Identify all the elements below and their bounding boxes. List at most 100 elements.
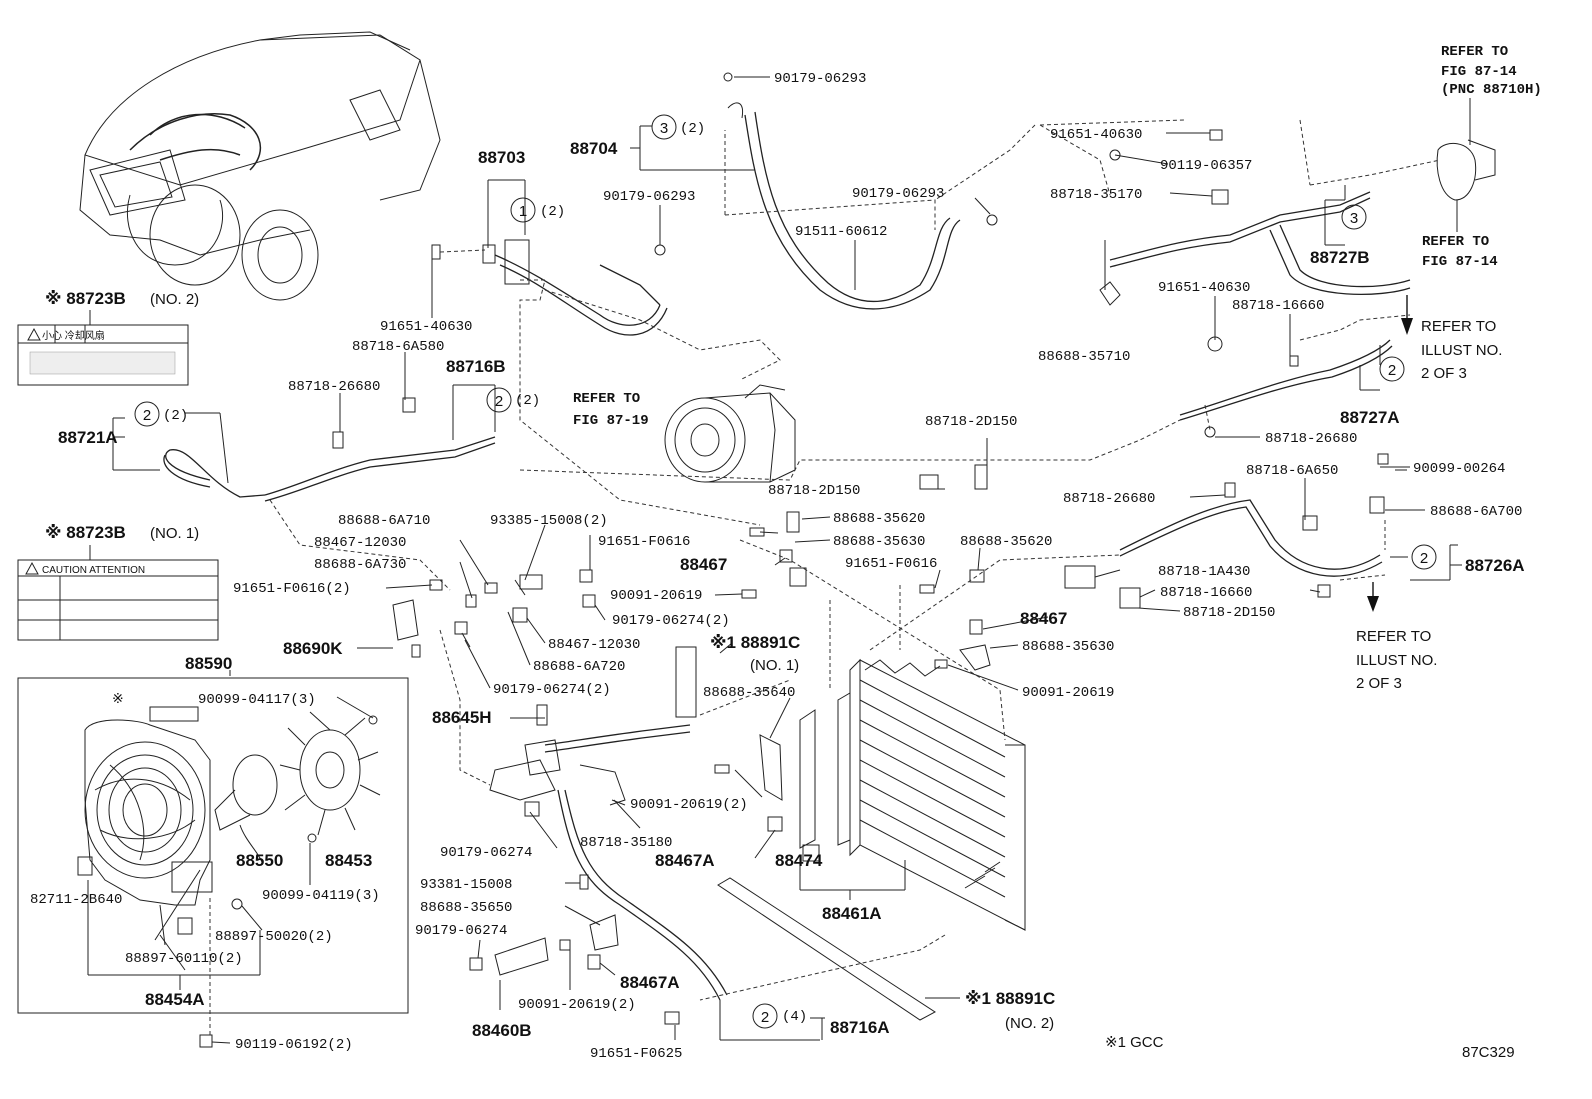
part-91651-f0616: 91651-F0616(2) — [233, 581, 351, 597]
part-90091-20619: 90091-20619(2) — [630, 797, 748, 813]
part-88467-12030: 88467-12030 — [548, 637, 640, 653]
callout-2: 2 — [143, 407, 151, 424]
part-91651-f0625: 91651-F0625 — [590, 1046, 682, 1062]
part-88703: 88703 — [478, 148, 525, 167]
label-variant: (NO. 1) — [150, 525, 199, 542]
part-88716a: 88716A — [830, 1018, 890, 1037]
part-88891c: ※1 88891C — [965, 989, 1055, 1008]
part-90099-04117: 90099-04117(3) — [198, 692, 316, 708]
refer-note: 2 OF 3 — [1356, 675, 1402, 692]
part-88688-6a730: 88688-6A730 — [314, 557, 406, 573]
part-90099-04119: 90099-04119(3) — [262, 888, 380, 904]
label-variant: (NO. 2) — [150, 291, 199, 308]
qty: (2) — [163, 408, 188, 424]
part-88688-6a700: 88688-6A700 — [1430, 504, 1522, 520]
part-88718-26680: 88718-26680 — [288, 379, 380, 395]
part-88716b: 88716B — [446, 357, 506, 376]
part-variant: (NO. 1) — [750, 657, 799, 674]
qty: (4) — [782, 1009, 807, 1025]
part-88718-6a650: 88718-6A650 — [1246, 463, 1338, 479]
part-90179-06274: 90179-06274(2) — [612, 613, 730, 629]
part-90179-06293: 90179-06293 — [603, 189, 695, 205]
part-90091-20619: 90091-20619 — [610, 588, 702, 604]
refer-note: REFER TO — [1422, 234, 1489, 250]
dashed-guides — [209, 119, 1441, 1035]
part-90179-06274: 90179-06274 — [440, 845, 532, 861]
callout-3: 3 — [1350, 210, 1358, 227]
part-88718-1a430: 88718-1A430 — [1158, 564, 1250, 580]
part-91651-40630: 91651-40630 — [1050, 127, 1142, 143]
qty: (2) — [515, 393, 540, 409]
label-plate-text: 小心 冷却风扇 — [42, 329, 105, 342]
part-88718-16660: 88718-16660 — [1232, 298, 1324, 314]
gcc-note: ※1 GCC — [1105, 1034, 1164, 1051]
callout-1: 1 — [519, 203, 527, 220]
part-88727a: 88727A — [1340, 408, 1400, 427]
caution-label-no2 — [17, 324, 189, 386]
part-88467: 88467 — [1020, 609, 1067, 628]
part-88718-26680: 88718-26680 — [1063, 491, 1155, 507]
callout-circles: 3 1 2 2 2 3 2 2 — [134, 114, 1437, 1029]
refer-note: ILLUST NO. — [1421, 342, 1502, 359]
part-90179-06274: 90179-06274 — [415, 923, 507, 939]
part-88688-35630: 88688-35630 — [833, 534, 925, 550]
part-88718-2d150: 88718-2D150 — [1183, 605, 1275, 621]
refer-note: 2 OF 3 — [1421, 365, 1467, 382]
compressor — [664, 384, 796, 483]
part-88718-16660: 88718-16660 — [1160, 585, 1252, 601]
part-88688-35620: 88688-35620 — [960, 534, 1052, 550]
refer-arrows — [1367, 295, 1413, 612]
leader-lines — [87, 76, 1471, 1044]
caution-label-no1 — [17, 559, 219, 641]
part-88460b: 88460B — [472, 1021, 532, 1040]
refer-note: FIG 87-14 — [1441, 64, 1517, 80]
part-88454a: 88454A — [145, 990, 205, 1009]
part-88688-35640: 88688-35640 — [703, 685, 795, 701]
qty: (2) — [680, 121, 705, 137]
part-91651-40630: 91651-40630 — [1158, 280, 1250, 296]
refer-note: REFER TO — [573, 391, 640, 407]
part-90099-00264: 90099-00264 — [1413, 461, 1505, 477]
arrow-down-icon — [1401, 318, 1413, 335]
part-88688-35630: 88688-35630 — [1022, 639, 1114, 655]
part-88461a: 88461A — [822, 904, 882, 923]
part-91511-60612: 91511-60612 — [795, 224, 887, 240]
part-93381-15008: 93381-15008 — [420, 877, 512, 893]
part-91651-40630: 91651-40630 — [380, 319, 472, 335]
refer-note: REFER TO — [1356, 628, 1431, 645]
fittings — [199, 72, 1496, 1048]
part-variant: (NO. 2) — [1005, 1015, 1054, 1032]
part-88723b: ※ 88723B — [45, 523, 126, 542]
callout-2: 2 — [495, 393, 503, 410]
refer-note: ILLUST NO. — [1356, 652, 1437, 669]
part-88897-50020: 88897-50020(2) — [215, 929, 333, 945]
part-88897-60110: 88897-60110(2) — [125, 951, 243, 967]
part-88550: 88550 — [236, 851, 283, 870]
part-91651-f0616: 91651-F0616 — [845, 556, 937, 572]
callout-2: 2 — [1388, 362, 1396, 379]
part-88688-6a720: 88688-6A720 — [533, 659, 625, 675]
part-88590: 88590 — [185, 654, 232, 673]
part-88467-12030: 88467-12030 — [314, 535, 406, 551]
part-88721a: 88721A — [58, 428, 118, 447]
callout-2: 2 — [761, 1009, 769, 1026]
reference-mark: ※ — [112, 692, 124, 708]
part-88726a: 88726A — [1465, 556, 1525, 575]
part-91651-f0616: 91651-F0616 — [598, 534, 690, 550]
refer-note: FIG 87-14 — [1422, 254, 1498, 270]
arrow-down-icon — [1367, 596, 1379, 612]
part-88474: 88474 — [775, 851, 823, 870]
label-plate-text: CAUTION ATTENTION — [42, 565, 145, 576]
part-90091-20619: 90091-20619(2) — [518, 997, 636, 1013]
fan-assembly — [17, 677, 409, 1014]
vehicle-illustration — [79, 31, 441, 301]
part-88453: 88453 — [325, 851, 372, 870]
part-90091-20619: 90091-20619 — [1022, 685, 1114, 701]
qty: (2) — [540, 204, 565, 220]
part-90179-06274: 90179-06274(2) — [493, 682, 611, 698]
part-88891c: ※1 88891C — [710, 633, 800, 652]
refer-note: FIG 87-19 — [573, 413, 649, 429]
part-82711-2b640: 82711-2B640 — [30, 892, 122, 908]
part-88718-2d150: 88718-2D150 — [768, 483, 860, 499]
